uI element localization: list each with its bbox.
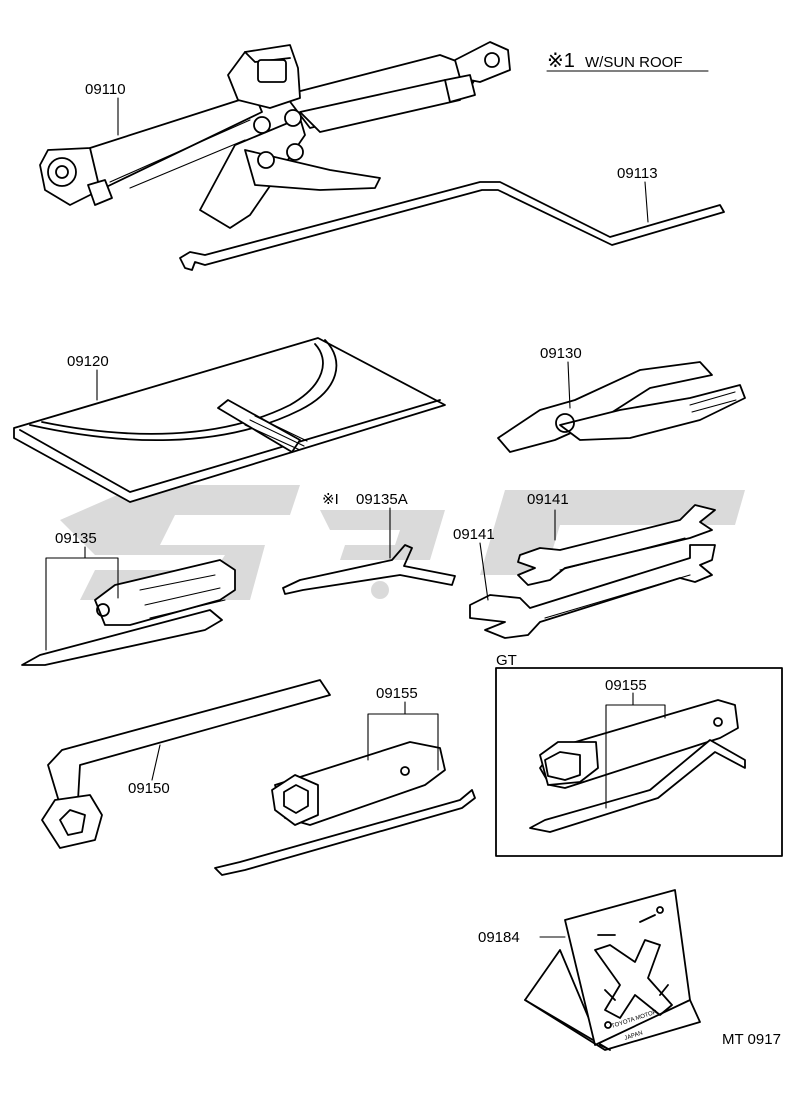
wheel-wrench-09150-drawing xyxy=(41,679,331,849)
label-09141-lower[interactable]: 09141 xyxy=(453,526,495,543)
label-gt: GT xyxy=(496,652,517,669)
chock-stamp-line-2: JAPAN xyxy=(624,1030,644,1042)
gt-box xyxy=(495,667,783,857)
jack-09110-drawing xyxy=(39,41,511,229)
label-09113[interactable]: 09113 xyxy=(617,165,658,182)
jack-handle-09113-drawing xyxy=(179,181,725,271)
label-09135[interactable]: 09135 xyxy=(55,530,97,547)
note-text: W/SUN ROOF xyxy=(585,54,683,71)
plug-wrench-09155-drawing xyxy=(214,741,476,876)
label-09135a-marker: ※I xyxy=(322,491,339,508)
pliers-09130-drawing xyxy=(497,361,746,453)
label-09184[interactable]: 09184 xyxy=(478,929,520,946)
label-09141-upper[interactable]: 09141 xyxy=(527,491,569,508)
label-09135a[interactable]: 09135A xyxy=(356,491,408,508)
label-09110[interactable]: 09110 xyxy=(85,81,126,98)
label-09120[interactable]: 09120 xyxy=(67,353,109,370)
note-marker: ※1 xyxy=(547,50,575,72)
screwdriver-09135-drawing xyxy=(21,559,236,666)
wheel-chock-09184-drawing: TOYOTA MOTOR JAPAN xyxy=(524,889,701,1051)
wrenches-09141-drawing xyxy=(469,504,716,639)
label-09130[interactable]: 09130 xyxy=(540,345,582,362)
tool-bag-09120-drawing xyxy=(13,337,446,503)
diagram-code: MT 0917 xyxy=(722,1031,781,1048)
part-labels: ※1 W/SUN ROOF 09110 09113 09120 09130 ※I… xyxy=(55,50,781,1048)
label-09150[interactable]: 09150 xyxy=(128,780,170,797)
leader-lines xyxy=(45,97,666,938)
label-09155-gt[interactable]: 09155 xyxy=(605,677,647,694)
label-09155[interactable]: 09155 xyxy=(376,685,418,702)
bar-09135A-drawing xyxy=(282,544,456,595)
